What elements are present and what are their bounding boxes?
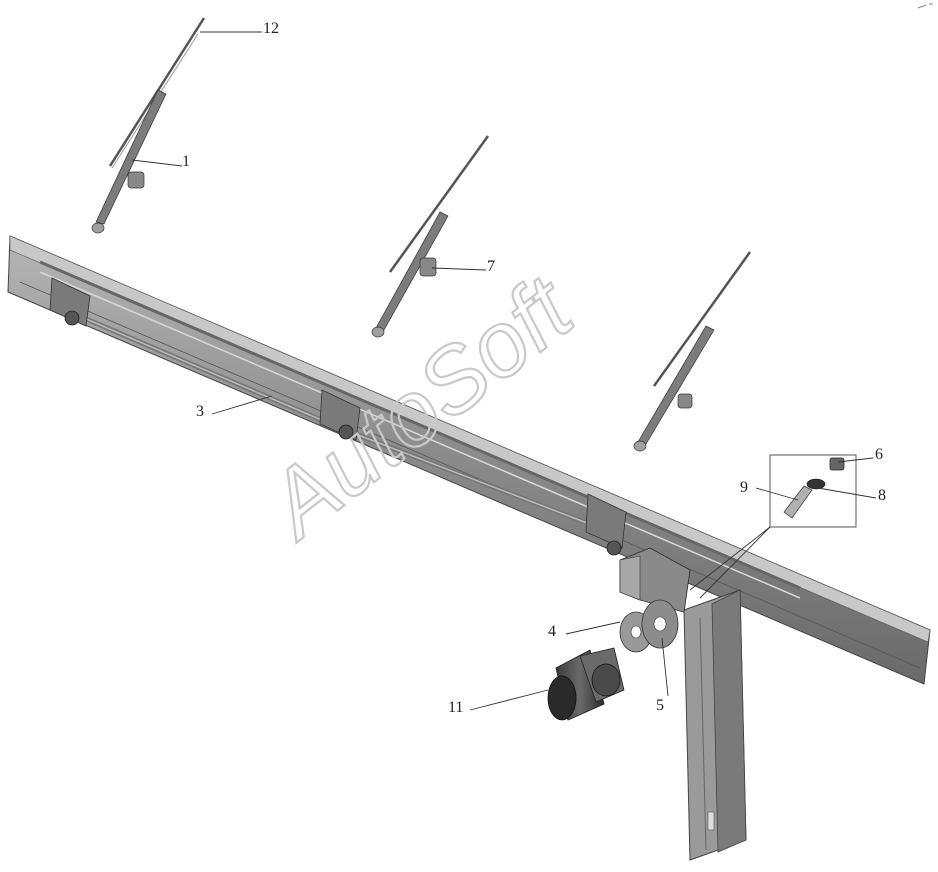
pivot-bracket-left	[49, 277, 91, 327]
callout-12: 12	[263, 20, 279, 37]
wiper-left	[91, 17, 206, 234]
callout-4: 4	[548, 623, 556, 640]
pivot-bracket-right	[585, 493, 627, 556]
callout-9: 9	[740, 479, 748, 496]
vertical-pillar	[683, 589, 747, 861]
callout-11: 11	[448, 699, 463, 716]
callout-8: 8	[878, 487, 886, 504]
nut-cap-part-1	[127, 171, 145, 189]
nut-cap-part-7	[419, 257, 437, 277]
callout-7: 7	[487, 258, 495, 275]
pivot-bracket-middle	[319, 389, 361, 441]
detail-box	[689, 454, 857, 599]
corner-mark	[917, 3, 933, 9]
wiper-right	[633, 251, 752, 452]
motor-bracket	[619, 547, 691, 613]
wiper-middle	[371, 135, 490, 338]
frame-beam	[7, 235, 931, 685]
shaft-part-9	[783, 485, 813, 519]
leader-lines	[131, 31, 877, 711]
gasket-part-5	[641, 599, 679, 649]
callout-3: 3	[196, 403, 204, 420]
wiper-motor-part-11	[547, 647, 625, 721]
washer-part-8	[806, 478, 826, 490]
callout-5: 5	[656, 697, 664, 714]
callout-1: 1	[182, 153, 190, 170]
callout-6: 6	[875, 446, 883, 463]
nut-part-6	[829, 457, 845, 471]
